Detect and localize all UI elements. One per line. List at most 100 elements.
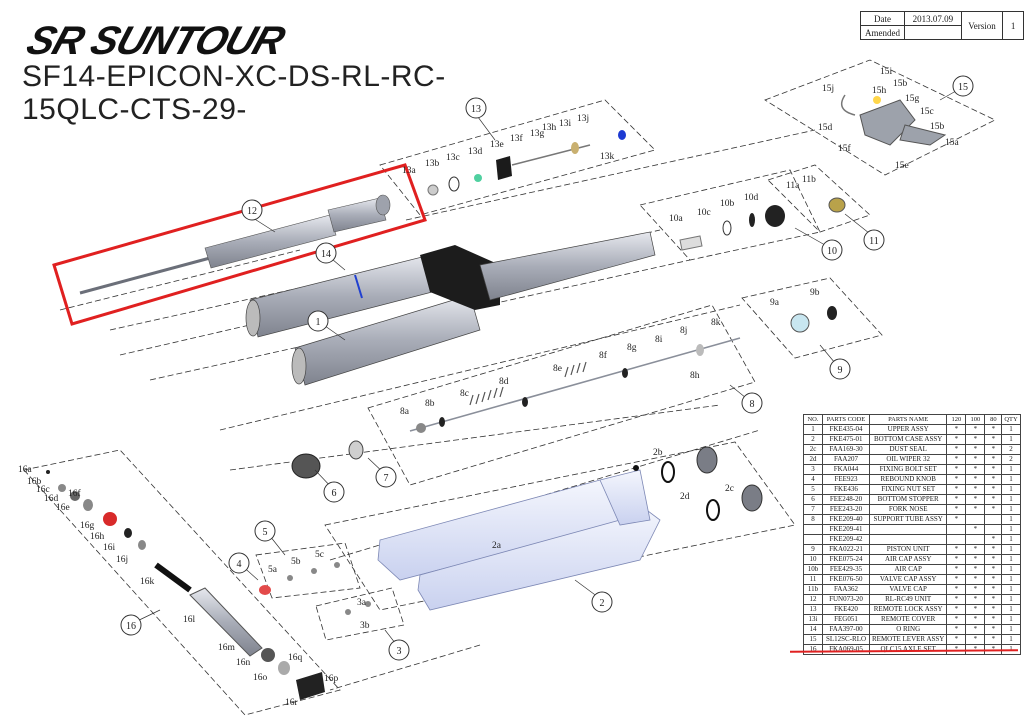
cell-q120: * (946, 514, 967, 525)
cell-q100: * (965, 444, 986, 455)
label-16b: 16b (27, 477, 42, 487)
cell-qty: 1 (1001, 474, 1021, 485)
label-13f: 13f (510, 133, 524, 144)
cell-q100: * (965, 464, 986, 475)
label-16a: 16a (18, 465, 33, 475)
label-8d: 8d (499, 377, 509, 387)
cell-code: FKA044 (822, 464, 870, 475)
svg-text:6: 6 (332, 488, 337, 499)
label-15b: 15b (930, 122, 945, 132)
cell-no: 12 (803, 594, 823, 605)
label-10d: 10d (744, 193, 759, 203)
cell-no: 16 (803, 644, 823, 655)
cell-q80: * (984, 484, 1003, 495)
label-16e: 16e (56, 503, 70, 513)
cell-q120: * (946, 574, 967, 585)
cell-name: AIR CAP ASSY (868, 554, 948, 565)
part-2-bottom-case (377, 446, 763, 611)
svg-text:14: 14 (321, 249, 331, 260)
cell-no: 6 (803, 494, 823, 505)
label-13k: 13k (600, 152, 615, 162)
brand-logo: SR SUNTOUR (22, 18, 291, 60)
cell-qty: 1 (1001, 624, 1021, 635)
callout-2: 2 (591, 591, 613, 613)
cell-name: FIXING NUT SET (868, 484, 948, 495)
label-15e: 15e (895, 161, 909, 171)
version-value: 1 (1002, 11, 1024, 40)
label-8g: 8g (627, 343, 637, 353)
cell-qty: 1 (1001, 434, 1021, 445)
cell-no: 10 (803, 554, 823, 565)
cell-code: FKE209-40 (822, 514, 870, 525)
cell-q120: * (946, 584, 967, 595)
callout-11: 11 (863, 229, 885, 251)
label-16q: 16q (288, 653, 303, 663)
label-13b: 13b (425, 159, 440, 169)
cell-q120: * (946, 484, 967, 495)
cell-q120: * (946, 424, 967, 435)
cell-q80: * (984, 434, 1003, 445)
svg-text:4: 4 (237, 559, 242, 570)
cell-q120: * (946, 614, 967, 625)
cell-q120 (946, 534, 967, 545)
label-15j: 15j (822, 84, 834, 94)
cell-code: FKE420 (822, 604, 870, 615)
cell-name: REMOTE LEVER ASSY (868, 634, 948, 645)
highlight-box-12 (52, 163, 427, 326)
label-16d: 16d (44, 494, 59, 504)
cell-no: 14 (803, 624, 823, 635)
label-16o: 16o (253, 673, 268, 683)
label-5a: 5a (268, 565, 278, 575)
label-16n: 16n (236, 658, 251, 668)
callout-15: 15 (952, 75, 974, 97)
label-10b: 10b (720, 199, 735, 209)
cell-code: FKE435-04 (822, 424, 870, 435)
model-title: SF14-EPICON-XC-DS-RL-RC- 15QLC-CTS-29- (22, 60, 446, 126)
label-15d: 15d (818, 123, 833, 133)
cell-q80: * (984, 464, 1003, 475)
part-9-piston-unit (790, 306, 837, 333)
label-8a: 8a (400, 407, 410, 417)
header-100: 100 (965, 414, 986, 425)
part-labels: 2a 2b 2c 2d 3a 3b 5a 5b 5c 8a 8b 8c 8d 8… (18, 67, 960, 708)
cell-no: 13i (803, 614, 823, 625)
cell-q80: * (984, 604, 1003, 615)
svg-text:13: 13 (471, 104, 481, 115)
parts-3-4-5 (259, 562, 371, 615)
label-5b: 5b (291, 557, 301, 567)
cell-qty: 1 (1001, 534, 1021, 545)
cell-name: OIL WIPER 32 (868, 454, 948, 465)
cell-name: VALVE CAP ASSY (868, 574, 948, 585)
cell-q80: * (984, 594, 1003, 605)
callout-6: 6 (323, 481, 345, 503)
part-13-remote-lock (427, 130, 626, 196)
model-title-line-1: SF14-EPICON-XC-DS-RL-RC- (22, 60, 446, 93)
cell-qty: 1 (1001, 484, 1021, 495)
cell-qty: 1 (1001, 524, 1021, 535)
cell-q120 (946, 524, 967, 535)
callout-7: 7 (375, 466, 397, 488)
cell-q80: * (984, 544, 1003, 555)
label-2c: 2c (725, 484, 734, 494)
cell-q120: * (946, 544, 967, 555)
label-15g: 15g (905, 94, 920, 104)
brand-logo-text: SR SUNTOUR (22, 18, 291, 60)
cell-q80: * (984, 634, 1003, 645)
cell-q80: * (984, 504, 1003, 515)
svg-text:9: 9 (838, 365, 843, 376)
cell-code: FKE076-50 (822, 574, 870, 585)
svg-text:8: 8 (750, 399, 755, 410)
cell-q100: * (965, 604, 986, 615)
frame-3 (315, 587, 405, 641)
cell-code: FKE209-42 (822, 534, 870, 545)
callout-1: 1 (307, 310, 329, 332)
cell-name: FIXING BOLT SET (868, 464, 948, 475)
header-name: PARTS NAME (868, 414, 948, 425)
cell-q100: * (965, 634, 986, 645)
part-11-valve-cap (828, 197, 846, 213)
